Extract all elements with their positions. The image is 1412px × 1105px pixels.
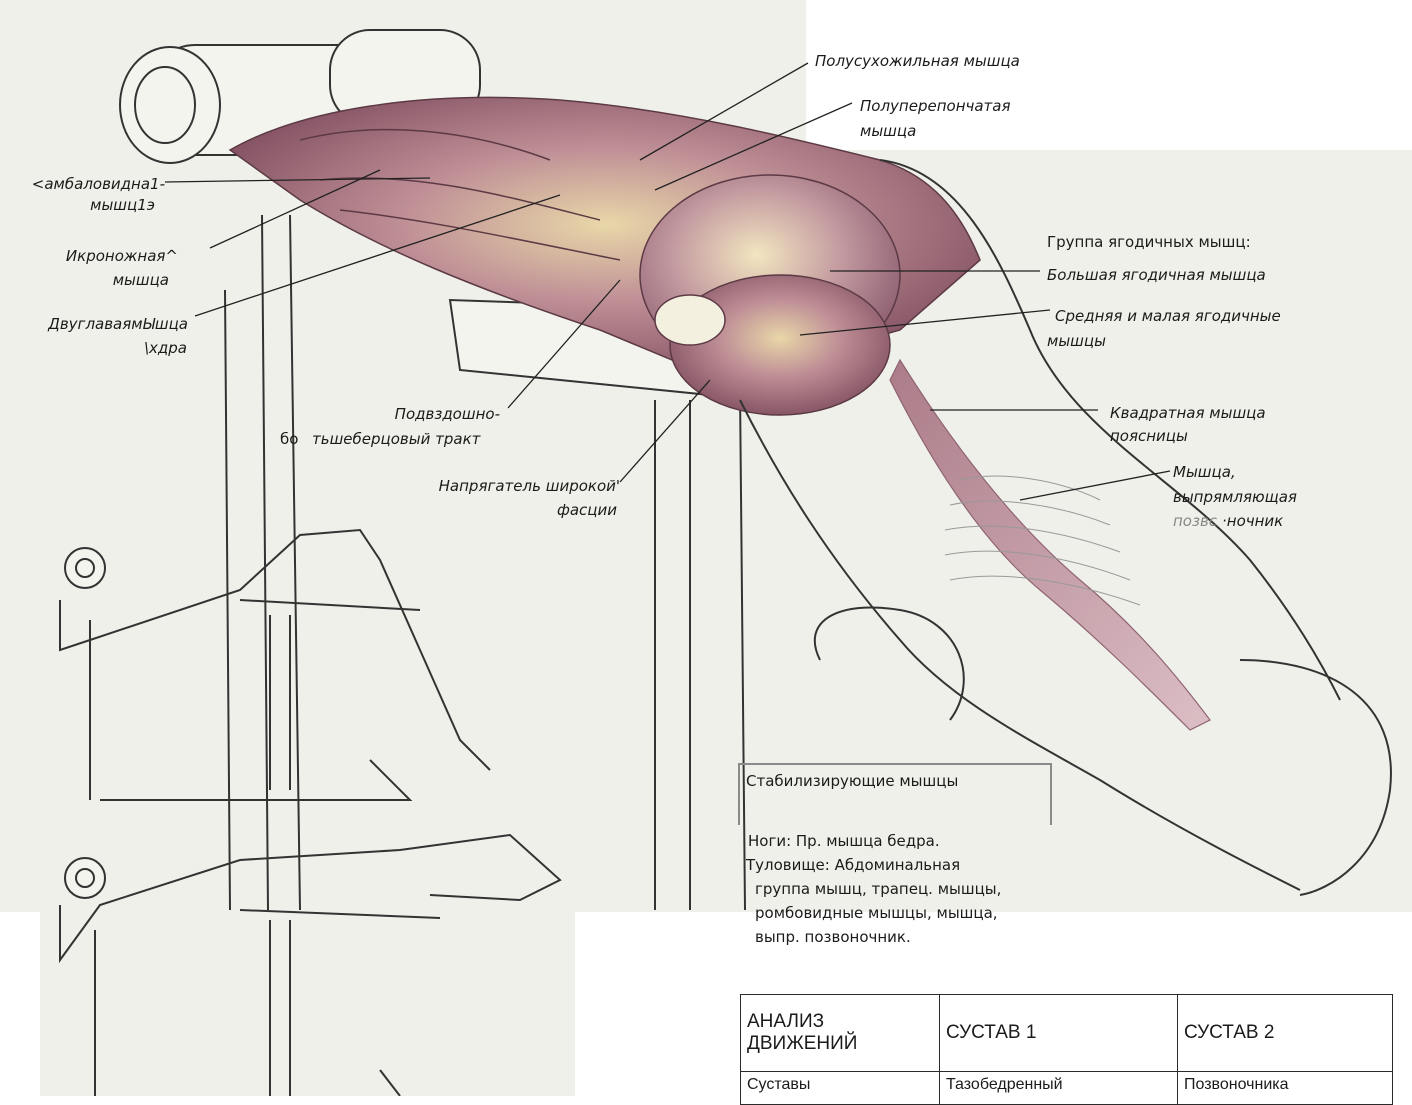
label-iliotibial-2b: тьшеберцовый тракт xyxy=(312,429,480,449)
table-row: Суставы Тазобедренный Позвоночника xyxy=(741,1072,1393,1105)
label-erector-3b: ·ночник xyxy=(1222,511,1283,531)
label-iliotibial: Подвздошно- xyxy=(300,404,500,424)
table-header-cell: АНАЛИЗ ДВИЖЕНИЙ xyxy=(741,995,940,1072)
label-iliotibial-2a: бо xyxy=(280,429,298,449)
label-quadratus-lumborum: Квадратная мышца xyxy=(1110,403,1266,423)
label-glutes-group: Группа ягодичных мышц: xyxy=(1047,232,1251,252)
label-tensor-fasciae-latae-2: фасции xyxy=(380,500,617,520)
label-semimembranosus-2: мышца xyxy=(860,121,916,141)
label-semitendinosus: Полусухожильная мышца xyxy=(815,51,1020,71)
stabilizers-title: Стабилизирующие мышцы xyxy=(746,772,958,790)
exercise-figure-end xyxy=(60,835,560,1096)
label-gluteus-maximus: Большая ягодичная мышца xyxy=(1047,265,1266,285)
stabilizers-line: Ноги: Пр. мышца бедра. xyxy=(748,830,940,852)
movement-analysis-table: АНАЛИЗ ДВИЖЕНИЙ СУСТАВ 1 СУСТАВ 2 Сустав… xyxy=(740,994,1393,1105)
table-cell: Позвоночника xyxy=(1178,1072,1393,1105)
label-erector-2: выпрямляющая xyxy=(1173,487,1297,507)
label-gluteus-medius-minimus: Средняя и малая ягодичные xyxy=(1055,306,1281,326)
table-cell: Тазобедренный xyxy=(940,1072,1178,1105)
label-semimembranosus: Полуперепончатая xyxy=(860,96,1011,116)
label-gluteus-medius-minimus-2: мышцы xyxy=(1047,331,1106,351)
label-biceps-femoris: ДвуглаваямЫшца xyxy=(5,314,188,334)
stabilizers-line: Туловище: Абдоминальная xyxy=(746,854,960,876)
label-gastrocnemius: Икроножная^ xyxy=(5,246,178,266)
stabilizers-line: выпр. позвоночник. xyxy=(755,926,911,948)
label-erector: Мышца, xyxy=(1173,462,1236,482)
label-gastrocnemius-2: мышца xyxy=(5,270,169,290)
table-header-cell: СУСТАВ 1 xyxy=(940,995,1178,1072)
table-cell: Суставы xyxy=(741,1072,940,1105)
label-biceps-femoris-2: \хдра xyxy=(5,338,187,358)
label-soleus: <амбаловидна1- xyxy=(5,174,165,194)
label-soleus-2: мышц1э xyxy=(5,195,155,215)
label-quadratus-lumborum-2: поясницы xyxy=(1110,426,1188,446)
stabilizers-line: группа мышц, трапец. мышцы, xyxy=(755,878,1001,900)
table-header-cell: СУСТАВ 2 xyxy=(1178,995,1393,1072)
label-erector-3a: позвс xyxy=(1173,511,1217,531)
stabilizers-line: ромбовидные мышцы, мышца, xyxy=(755,902,998,924)
exercise-figure-start xyxy=(60,530,490,800)
table-header-row: АНАЛИЗ ДВИЖЕНИЙ СУСТАВ 1 СУСТАВ 2 xyxy=(741,995,1393,1072)
label-tensor-fasciae-latae: Напрягатель широкой' xyxy=(380,476,620,496)
